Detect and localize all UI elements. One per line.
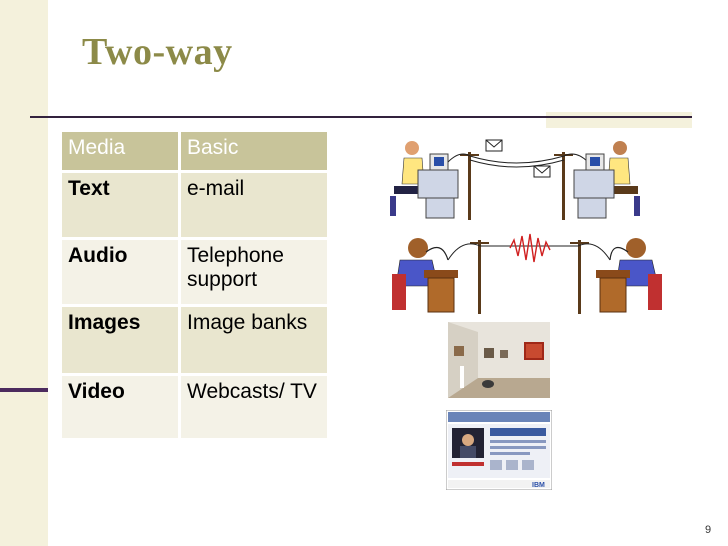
- header-basic: Basic: [179, 132, 327, 173]
- telephone-clipart: [392, 233, 662, 314]
- webcast-screenshot: IBM: [446, 410, 552, 490]
- table-row: Audio Telephone support: [62, 238, 327, 307]
- header-media: Media: [62, 132, 181, 173]
- table-row: Text e-mail: [62, 171, 327, 240]
- table-header-row: Media Basic: [62, 132, 327, 173]
- row-basic: Telephone support: [179, 238, 327, 307]
- table-row: Images Image banks: [62, 305, 327, 376]
- row-basic: Image banks: [179, 305, 327, 376]
- page-number: 9: [705, 524, 712, 536]
- left-accent-stripe: [0, 388, 48, 392]
- title-rule: [30, 116, 692, 118]
- email-computer-clipart: [390, 139, 640, 220]
- slide-title: Two-way: [82, 31, 233, 73]
- row-media: Text: [62, 171, 181, 240]
- media-table: Media Basic Text e-mail Audio Telephone …: [62, 132, 327, 441]
- rule-accent-block: [546, 112, 692, 128]
- row-basic: e-mail: [179, 171, 327, 240]
- row-media: Images: [62, 305, 181, 376]
- left-decor-bar: [0, 0, 48, 546]
- row-basic: Webcasts/ TV: [179, 374, 327, 441]
- row-media: Audio: [62, 238, 181, 307]
- ibm-logo: IBM: [532, 482, 545, 489]
- row-media: Video: [62, 374, 181, 441]
- table-row: Video Webcasts/ TV: [62, 374, 327, 441]
- gallery-photo: [448, 322, 550, 398]
